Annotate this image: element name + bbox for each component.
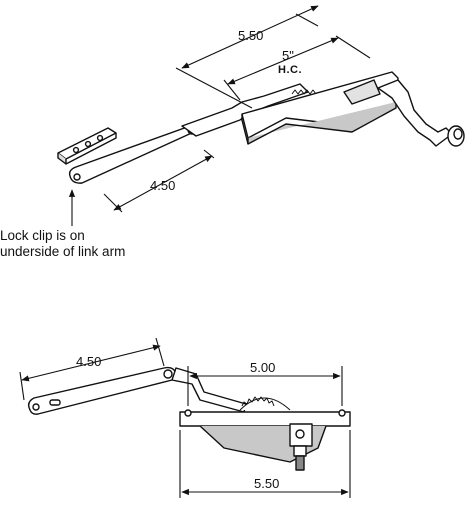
operator-base	[241, 71, 399, 145]
bottom-dim-link-arm: 4.50	[76, 354, 101, 369]
dimension-lines-bottom	[19, 337, 351, 498]
top-dim-hole-center-suffix: H.C.	[278, 64, 302, 76]
bottom-dim-hole-center: 5.00	[250, 360, 275, 375]
link-arm	[68, 125, 197, 184]
gear-teeth	[291, 89, 317, 95]
lock-clip-note-line-2: underside of link arm	[0, 244, 126, 259]
lock-clip-note-line-1: Lock clip is on	[0, 228, 85, 243]
bottom-dim-overall: 5.50	[254, 476, 279, 491]
dimension-lines-top	[68, 5, 371, 226]
crank-handle	[377, 79, 465, 147]
bottom-side-view: 4.50 5.00 5.50	[19, 337, 351, 498]
side-main-arm	[171, 367, 247, 413]
lock-clip-plate	[57, 127, 117, 165]
side-link-arm	[27, 366, 177, 415]
lock-clip-note: Lock clip is on underside of link arm	[0, 228, 200, 260]
top-isometric-view: 5.50 5" H.C. 4.50	[57, 5, 465, 226]
top-dim-overall: 5.50	[238, 28, 263, 43]
side-base-plate	[179, 409, 351, 471]
top-dim-hole-center: 5"	[282, 48, 294, 63]
top-dim-link-arm: 4.50	[150, 178, 175, 193]
side-gear	[239, 396, 291, 411]
